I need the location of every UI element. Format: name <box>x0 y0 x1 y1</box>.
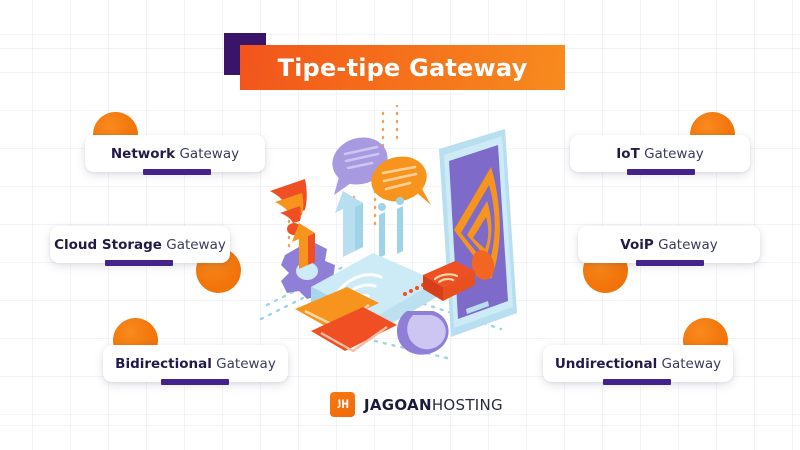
iot-gateway-illustration <box>255 103 555 361</box>
label-rest-bidirectional: Gateway <box>211 355 276 372</box>
label-text-undirectional: Undirectional Gateway <box>555 356 721 372</box>
wifi-signal-icon <box>270 179 307 235</box>
upload-arrow-small-icon <box>292 223 315 269</box>
page-title: Tipe-tipe Gateway <box>277 53 528 82</box>
label-strong-voip: VoiP <box>620 236 654 253</box>
label-strong-cloud-storage: Cloud Storage <box>54 236 162 253</box>
signal-bars-icon <box>378 197 404 258</box>
brand-name-bold: JAGOAN <box>364 395 432 414</box>
brand-name: JAGOANHOSTING <box>364 396 503 414</box>
label-rest-network: Gateway <box>175 145 240 162</box>
upload-arrow-icon <box>335 191 363 257</box>
jh-monogram-icon <box>330 392 355 417</box>
label-underline-undirectional <box>603 379 671 385</box>
label-strong-iot: IoT <box>616 145 640 162</box>
label-strong-undirectional: Undirectional <box>554 355 658 372</box>
label-rest-iot: Gateway <box>639 145 704 162</box>
label-rest-cloud-storage: Gateway <box>161 236 226 253</box>
label-text-network: Network Gateway <box>111 146 239 162</box>
brand-logo[interactable]: JAGOANHOSTING <box>330 392 503 417</box>
label-card-undirectional[interactable]: Undirectional Gateway <box>543 345 733 385</box>
label-rest-undirectional: Gateway <box>657 355 722 372</box>
tablet-device-icon <box>439 129 517 337</box>
smartwatch-icon <box>396 261 475 355</box>
chat-bubble-orange-icon <box>371 156 431 205</box>
label-card-bidirectional[interactable]: Bidirectional Gateway <box>103 345 288 385</box>
label-text-voip: VoiP Gateway <box>620 237 717 253</box>
label-underline-voip <box>636 260 704 266</box>
envelope-red-icon <box>311 307 397 353</box>
title-banner: Tipe-tipe Gateway <box>240 45 565 90</box>
label-card-voip[interactable]: VoiP Gateway <box>578 226 760 266</box>
label-strong-bidirectional: Bidirectional <box>115 355 212 372</box>
label-card-network[interactable]: Network Gateway <box>85 135 265 175</box>
label-card-cloud-storage[interactable]: Cloud Storage Gateway <box>50 226 230 266</box>
label-rest-voip: Gateway <box>653 236 718 253</box>
label-strong-network: Network <box>110 145 176 162</box>
brand-name-light: HOSTING <box>431 395 503 414</box>
label-text-cloud-storage: Cloud Storage Gateway <box>54 237 226 253</box>
tablet-wifi-icon <box>454 167 500 280</box>
label-underline-network <box>143 169 211 175</box>
label-text-bidirectional: Bidirectional Gateway <box>115 356 276 372</box>
label-text-iot: IoT Gateway <box>616 146 703 162</box>
label-underline-bidirectional <box>161 379 229 385</box>
background-gridline <box>0 425 800 426</box>
label-underline-iot <box>627 169 695 175</box>
label-underline-cloud-storage <box>105 260 173 266</box>
label-card-iot[interactable]: IoT Gateway <box>570 135 750 175</box>
